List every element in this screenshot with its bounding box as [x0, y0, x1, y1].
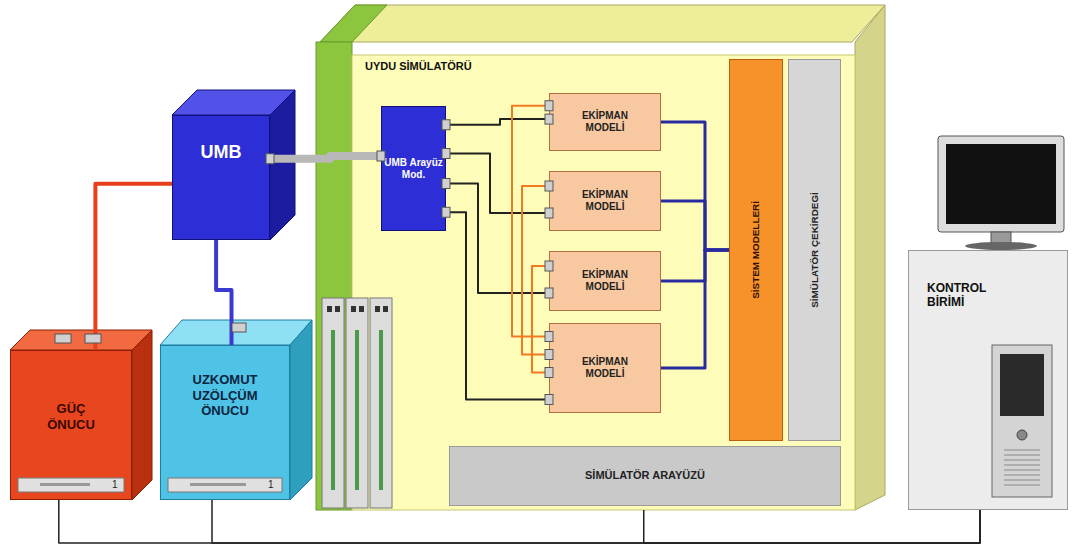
connector-port [545, 208, 553, 218]
simulator-core-band: SİMÜLATÖR ÇEKİRDEGİ [788, 59, 841, 441]
drawer-number: 1 [268, 479, 274, 490]
connector-port [266, 154, 274, 164]
node-label: SİSTEM MODELLERİ [750, 201, 762, 299]
connector-line [95, 184, 172, 350]
connector-port [545, 350, 553, 360]
housing-side [855, 5, 885, 510]
equipment-model: EKİPMAN MODELİ [549, 93, 661, 151]
node-label: GÜÇ ÖNUCU [31, 401, 111, 432]
umb-unit: UMB [172, 115, 270, 240]
connector-port [55, 323, 246, 343]
box-top [160, 320, 312, 345]
vent-line [1004, 460, 1040, 461]
connector-line [216, 240, 231, 345]
vent-line [1004, 480, 1040, 481]
connector-port [545, 395, 553, 405]
connector-line [446, 212, 549, 399]
computer-tower [992, 345, 1052, 497]
box-side [132, 330, 152, 500]
connector-line [532, 266, 549, 373]
connector-line [59, 500, 980, 543]
system-models-band: SİSTEM MODELLERİ [729, 59, 783, 441]
connector-line [446, 119, 549, 125]
connector-port [442, 149, 450, 159]
connector-port [442, 207, 450, 217]
vent-line [1004, 485, 1040, 486]
monitor-icon [938, 136, 1064, 250]
connector-line [661, 250, 729, 368]
node-label: UZKOMUT UZÖLÇÜM ÖNUCU [179, 372, 271, 419]
connector-port [545, 332, 553, 342]
connector-port [442, 120, 450, 130]
connector-port [545, 101, 553, 111]
power-supply-box: GÜÇ ÖNUCU [10, 350, 132, 500]
connector-line [522, 186, 549, 355]
simulator-interface-band: SİMÜLATÖR ARAYÜZÜ [449, 446, 841, 506]
connector-line [661, 122, 729, 250]
node-label: KONTROL BİRİMİ [927, 281, 1017, 310]
node-label: UYDU SİMÜLATÖRÜ [365, 60, 472, 73]
connector-port [545, 288, 553, 298]
connector-port [377, 151, 385, 161]
box-side [290, 320, 312, 500]
rack-modules [322, 298, 392, 508]
connector-port [545, 261, 553, 271]
port-squares [266, 101, 553, 405]
connector-line [644, 510, 980, 543]
connector-line [661, 250, 729, 281]
drawer-number: 1 [112, 479, 118, 490]
node-label: UMB [201, 142, 242, 164]
connector-port [442, 179, 450, 189]
node-label: SİMÜLATÖR ARAYÜZÜ [585, 469, 705, 482]
housing-top-strip [320, 5, 387, 42]
equipment-model: EKİPMAN MODELİ [549, 323, 661, 413]
connector-line [446, 184, 549, 294]
interface-module: UMB Arayüz Mod. [381, 106, 446, 231]
connector-line [212, 500, 980, 543]
vent-line [1004, 450, 1040, 451]
node-label: SİMÜLATÖR ÇEKİRDEGİ [809, 192, 821, 308]
node-label: EKİPMAN MODELİ [569, 269, 641, 293]
node-label: EKİPMAN MODELİ [569, 189, 641, 213]
control-unit-box: KONTROL BİRİMİ [908, 250, 1068, 510]
vent-line [1004, 475, 1040, 476]
housing-top [320, 5, 885, 42]
vent-line [1004, 470, 1040, 471]
node-label: EKİPMAN MODELİ [569, 110, 641, 134]
node-label: UMB Arayüz Mod. [384, 157, 444, 181]
box-side [270, 90, 295, 240]
drawer-panel [18, 478, 282, 492]
connector-line [270, 156, 381, 159]
telecommand-box: UZKOMUT UZÖLÇÜM ÖNUCU [160, 345, 290, 500]
equipment-model: EKİPMAN MODELİ [549, 251, 661, 311]
housing-front [352, 55, 855, 510]
equipment-model: EKİPMAN MODELİ [549, 171, 661, 231]
connector-port [545, 114, 553, 124]
connector-port [545, 368, 553, 378]
connector-line [661, 201, 729, 250]
connector-port [545, 181, 553, 191]
node-label: EKİPMAN MODELİ [569, 356, 641, 380]
vent-line [1004, 465, 1040, 466]
vent-line [1004, 455, 1040, 456]
box-top [10, 330, 152, 350]
simulator-housing: UYDU SİMÜLATÖRÜ UMB Arayüz Mod. EKİPMAN MO… [352, 55, 855, 510]
connector-line [512, 106, 549, 337]
